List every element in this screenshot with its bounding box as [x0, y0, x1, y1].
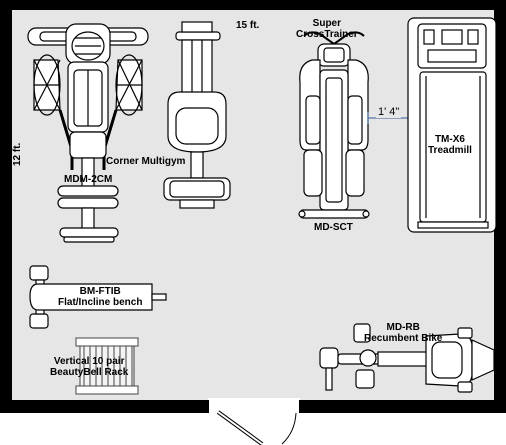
crosstrainer-symbol [298, 31, 370, 219]
room-depth-label: 12 ft. [12, 142, 23, 166]
mdm-label: MDM-2CM [64, 174, 113, 185]
door-opening [208, 398, 300, 414]
crosstrainer-label: Super CrossTrainer [296, 18, 358, 40]
mdsct-label: MD-SCT [314, 222, 353, 233]
treadmill-label: TM-X6 Treadmill [428, 134, 472, 156]
bench-label: BM-FTIB Flat/Incline bench [58, 286, 143, 308]
multigym-symbol [27, 23, 149, 243]
treadmill-symbol [407, 17, 497, 233]
gap-dimension-label: 1' 4" [376, 106, 402, 118]
bike-label: MD-RB Recumbent Bike [364, 322, 443, 344]
bike-symbol [319, 323, 495, 393]
rack-symbol [75, 337, 139, 395]
multigym-tower-symbol [163, 21, 231, 209]
door-swing-arc [281, 412, 297, 445]
rack-label: Vertical 10 pair BeautyBell Rack [50, 356, 129, 378]
bench-symbol [29, 265, 167, 329]
door-leaf-inner [217, 411, 263, 445]
room-width-label: 15 ft. [236, 20, 260, 31]
multigym-label: Corner Multigym [106, 156, 186, 167]
